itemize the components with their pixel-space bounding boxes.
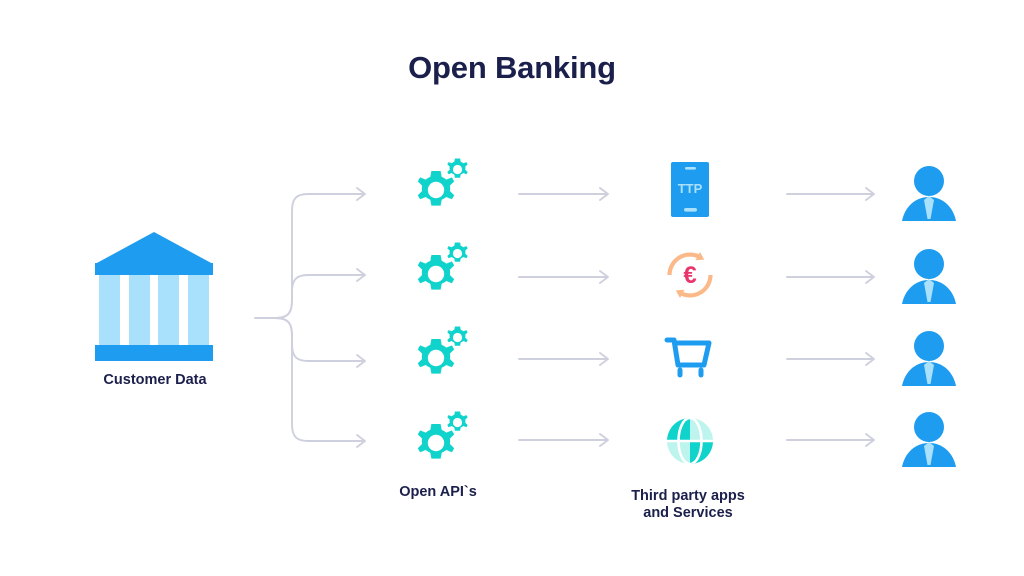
open-apis-label: Open API`s [399, 484, 477, 500]
third-party-node-4[interactable] [659, 410, 721, 472]
bank-column [128, 275, 150, 347]
bank-column [187, 275, 209, 347]
customer-node-2[interactable] [900, 246, 958, 308]
euro-exchange-icon: € [667, 252, 713, 298]
bank-icon [95, 232, 213, 361]
third-party-node-1[interactable]: TTP [659, 160, 721, 222]
customer-data-label: Customer Data [103, 372, 207, 388]
person-icon [902, 331, 956, 386]
customer-data-node[interactable]: Customer Data [95, 232, 215, 388]
gears-icon [417, 158, 468, 206]
open-api-node-4[interactable] [409, 403, 477, 471]
bank-columns-group [99, 275, 209, 347]
page-title: Open Banking [408, 50, 616, 85]
person-icon [902, 412, 956, 467]
customer-node-3[interactable] [900, 328, 958, 390]
customer-node-1[interactable] [900, 163, 958, 225]
gears-icon [417, 411, 468, 459]
third-party-label-line2: and Services [643, 505, 733, 521]
gears-icon [417, 242, 468, 290]
bank-column [158, 275, 180, 347]
person-icon [902, 166, 956, 221]
open-api-node-3[interactable] [409, 318, 477, 386]
euro-symbol-text: € [683, 262, 696, 289]
globe-icon [667, 418, 713, 464]
bank-roof-shape [95, 232, 213, 264]
branch-connector [254, 187, 366, 448]
person-icon [902, 249, 956, 304]
arrow-tpp-to-customer-group [786, 187, 875, 447]
open-api-node-2[interactable] [409, 234, 477, 302]
bank-architrave-shape [95, 263, 213, 275]
ttp-device-text: TTP [678, 181, 703, 196]
gears-icon [417, 326, 468, 374]
shopping-cart-icon [664, 337, 712, 378]
arrow-api-to-tpp-group [518, 187, 609, 447]
third-party-label-line1: Third party apps [631, 488, 745, 504]
bank-column [99, 275, 120, 347]
third-party-node-3[interactable] [659, 327, 721, 389]
open-api-node-1[interactable] [409, 150, 477, 218]
third-party-node-2[interactable]: € [659, 244, 721, 306]
third-party-label: Third party apps and Services [598, 488, 778, 522]
mobile-phone-icon: TTP [671, 162, 709, 217]
bank-base-shape [95, 345, 213, 361]
customer-node-4[interactable] [900, 409, 958, 471]
